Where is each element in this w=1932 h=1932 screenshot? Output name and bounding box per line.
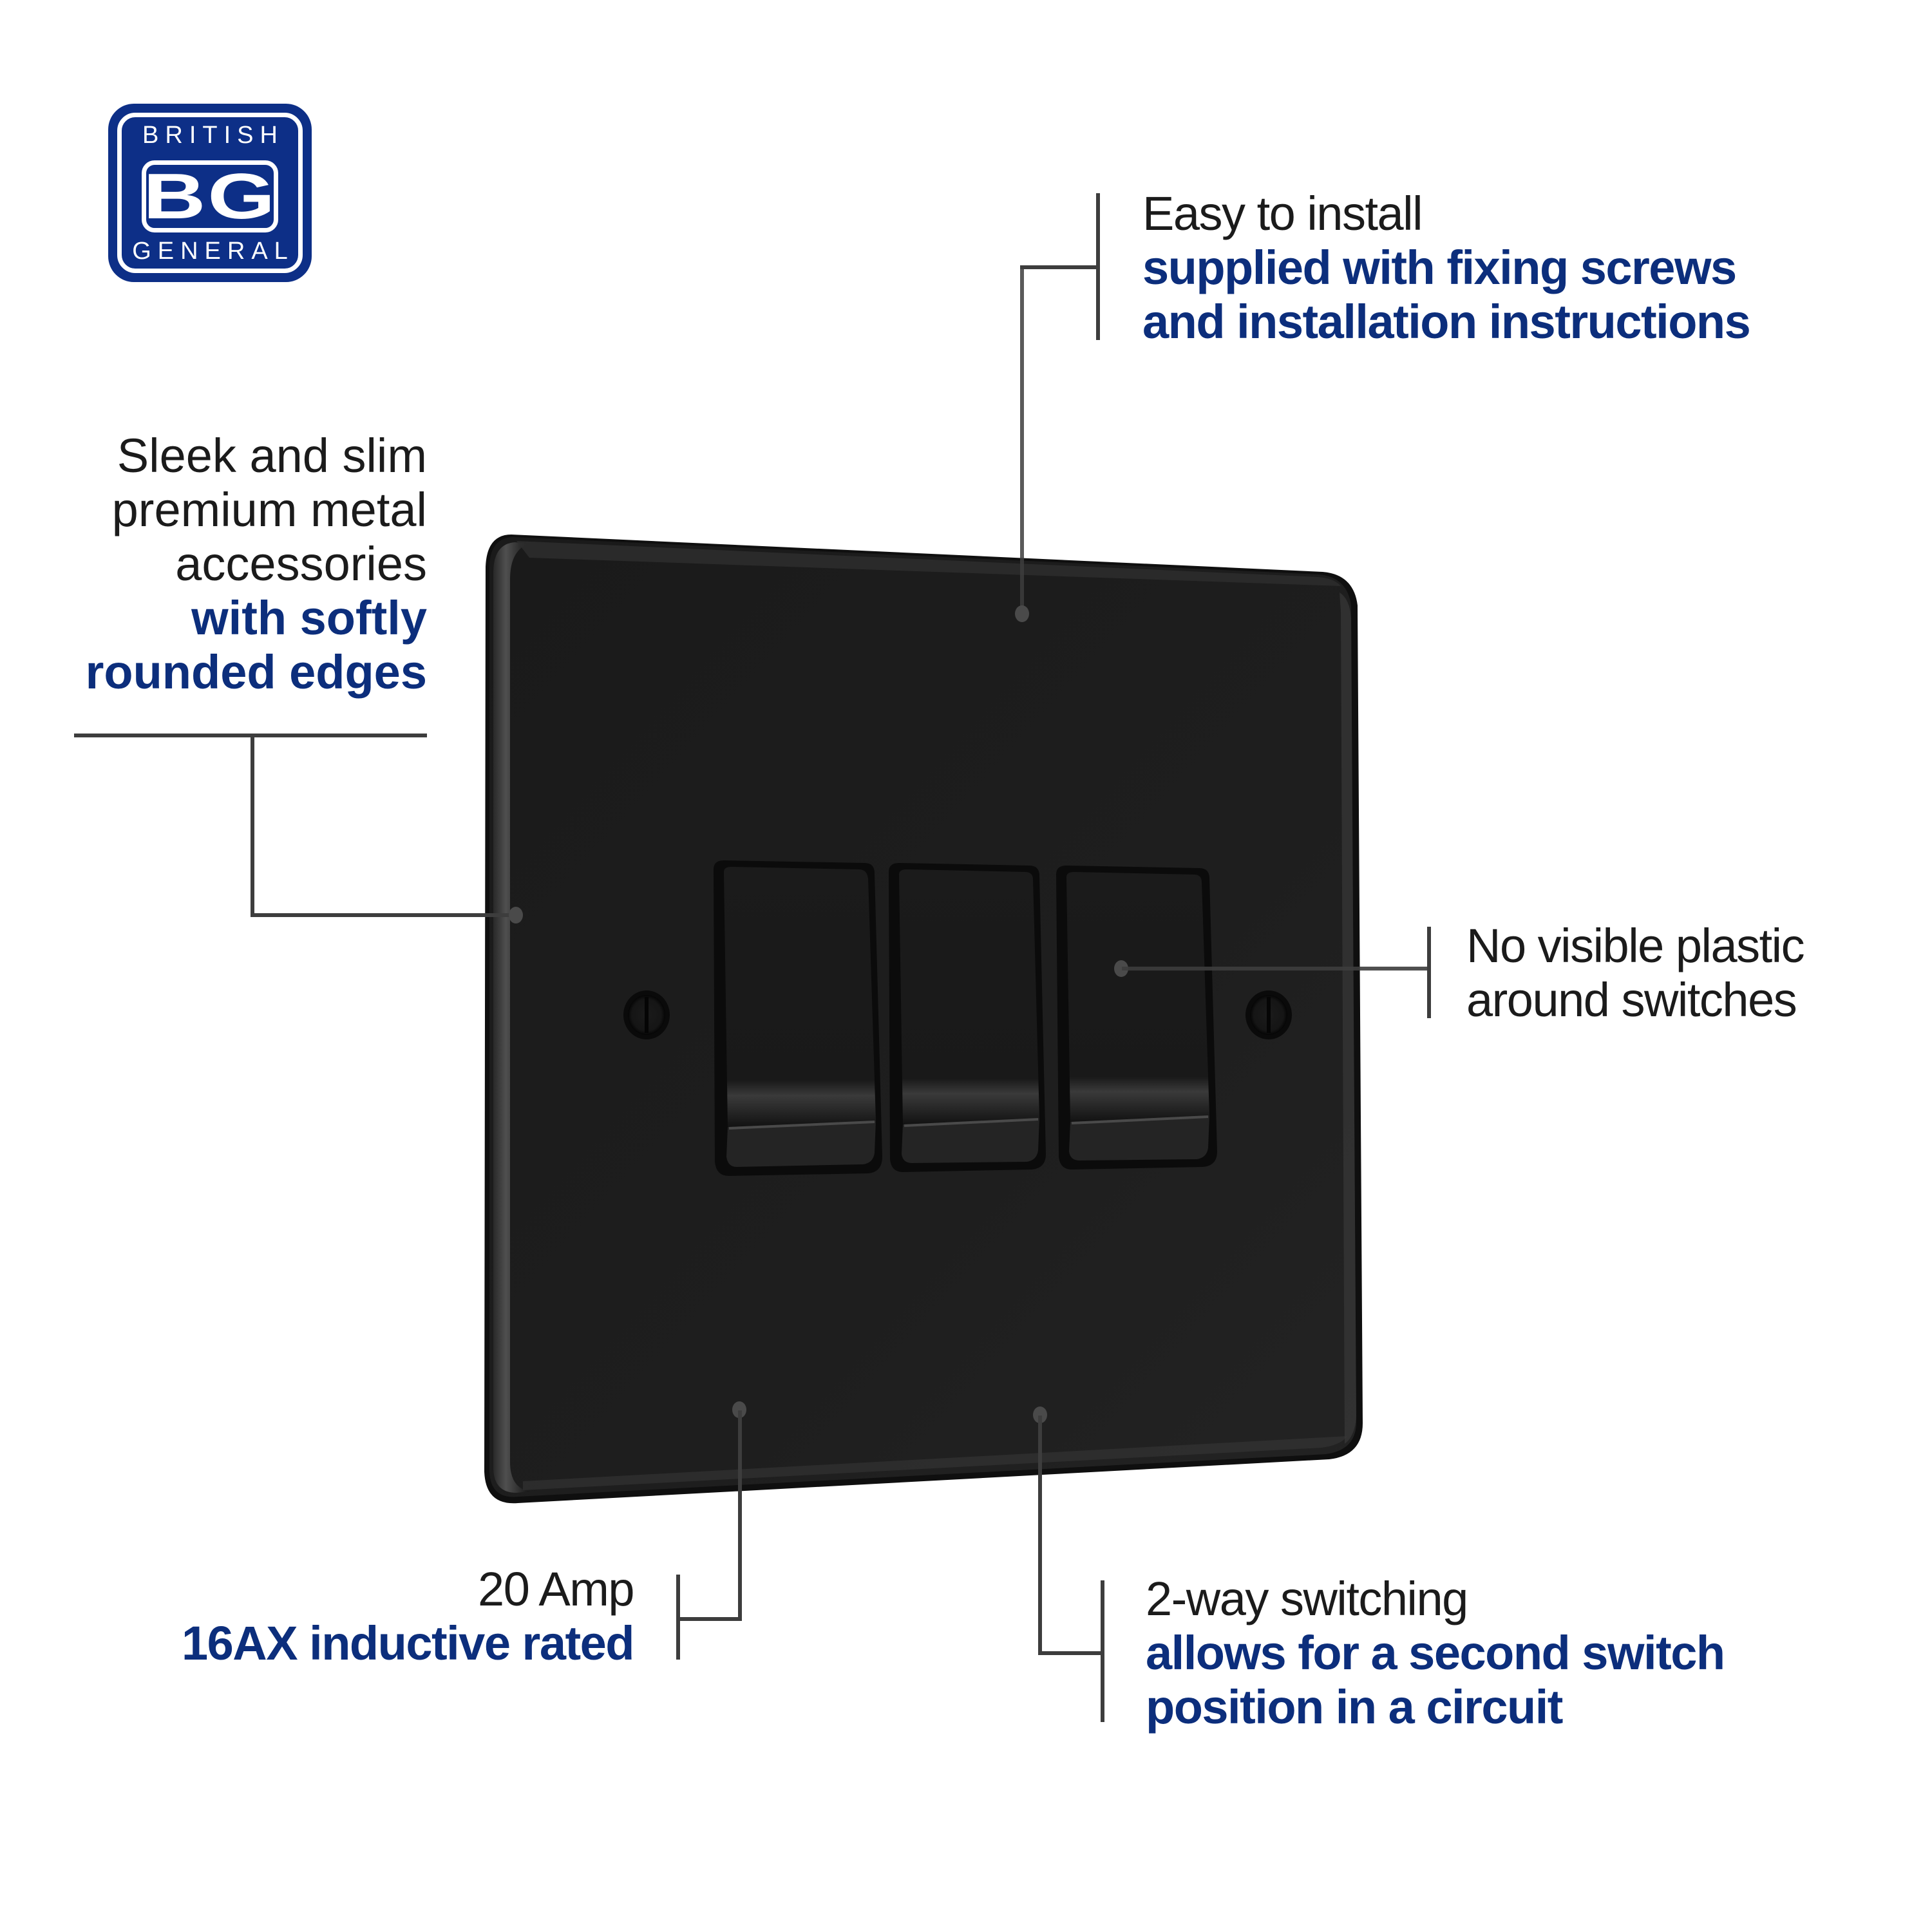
callout-switching-heading: 2-way switching <box>1146 1572 1468 1625</box>
fixing-screw-left <box>623 990 670 1039</box>
rocker-switch-1 <box>714 860 882 1176</box>
callout-line-rating-bar <box>676 1575 680 1660</box>
callout-dot-design <box>509 907 523 923</box>
logo-word-general: GENERAL <box>132 238 294 265</box>
logo-word-british: BRITISH <box>142 122 284 149</box>
rocker-switch-3 <box>1056 866 1217 1170</box>
callout-dot-install <box>1015 605 1029 622</box>
callout-plastic-line-2: around switches <box>1466 973 1797 1027</box>
callout-design-text: Sleek and slim premium metal accessories… <box>39 429 427 699</box>
rocker-switch-2 <box>889 863 1046 1172</box>
callout-design-heading-2: premium metal <box>111 483 427 536</box>
callout-rating-text: 20 Amp 16AX inductive rated <box>129 1562 635 1671</box>
callout-line-switching-bar <box>1101 1580 1104 1722</box>
british-general-logo: BRITISH BG GENERAL <box>108 104 312 282</box>
logo-monogram: BG <box>143 160 277 232</box>
callout-line-design-h <box>251 913 515 917</box>
logo-border <box>117 113 303 273</box>
callout-plastic-text: No visible plastic around switches <box>1466 919 1805 1027</box>
fixing-screw-right <box>1245 990 1292 1039</box>
logo-monogram-box: BG <box>142 160 278 232</box>
callout-line-plastic-bar <box>1427 927 1431 1018</box>
callout-line-switching-v <box>1038 1416 1042 1655</box>
switch-plate <box>484 535 1367 1504</box>
callout-plastic-line-1: No visible plastic <box>1466 919 1805 972</box>
callout-line-design-v <box>251 734 254 917</box>
callout-line-rating-h <box>677 1617 742 1621</box>
callout-dot-switching <box>1033 1406 1047 1423</box>
callout-install-text: Easy to install supplied with fixing scr… <box>1142 187 1751 349</box>
callout-design-detail-2: rounded edges <box>85 645 427 699</box>
callout-design-heading-1: Sleek and slim <box>117 429 427 482</box>
callout-line-install-v <box>1020 265 1024 613</box>
callout-install-detail-2: and installation instructions <box>1142 295 1751 348</box>
callout-line-switching-h <box>1038 1651 1104 1655</box>
callout-dot-rating <box>732 1401 746 1418</box>
callout-design-detail-1: with softly <box>191 591 427 645</box>
callout-switching-detail-1: allows for a second switch <box>1146 1626 1725 1680</box>
callout-line-install-h <box>1020 265 1100 269</box>
callout-design-heading-3: accessories <box>175 537 427 591</box>
callout-line-plastic-h <box>1122 967 1430 971</box>
callout-rating-heading: 20 Amp <box>478 1562 634 1616</box>
switch-plate-graphic <box>484 535 1363 1504</box>
callout-switching-detail-2: position in a circuit <box>1146 1680 1563 1734</box>
callout-install-detail-1: supplied with fixing screws <box>1142 241 1737 294</box>
callout-install-heading: Easy to install <box>1142 187 1423 240</box>
callout-switching-text: 2-way switching allows for a second swit… <box>1146 1572 1725 1734</box>
callout-rating-detail: 16AX inductive rated <box>181 1616 635 1670</box>
callout-line-rating-v <box>738 1410 742 1621</box>
callout-dot-plastic <box>1114 960 1128 977</box>
